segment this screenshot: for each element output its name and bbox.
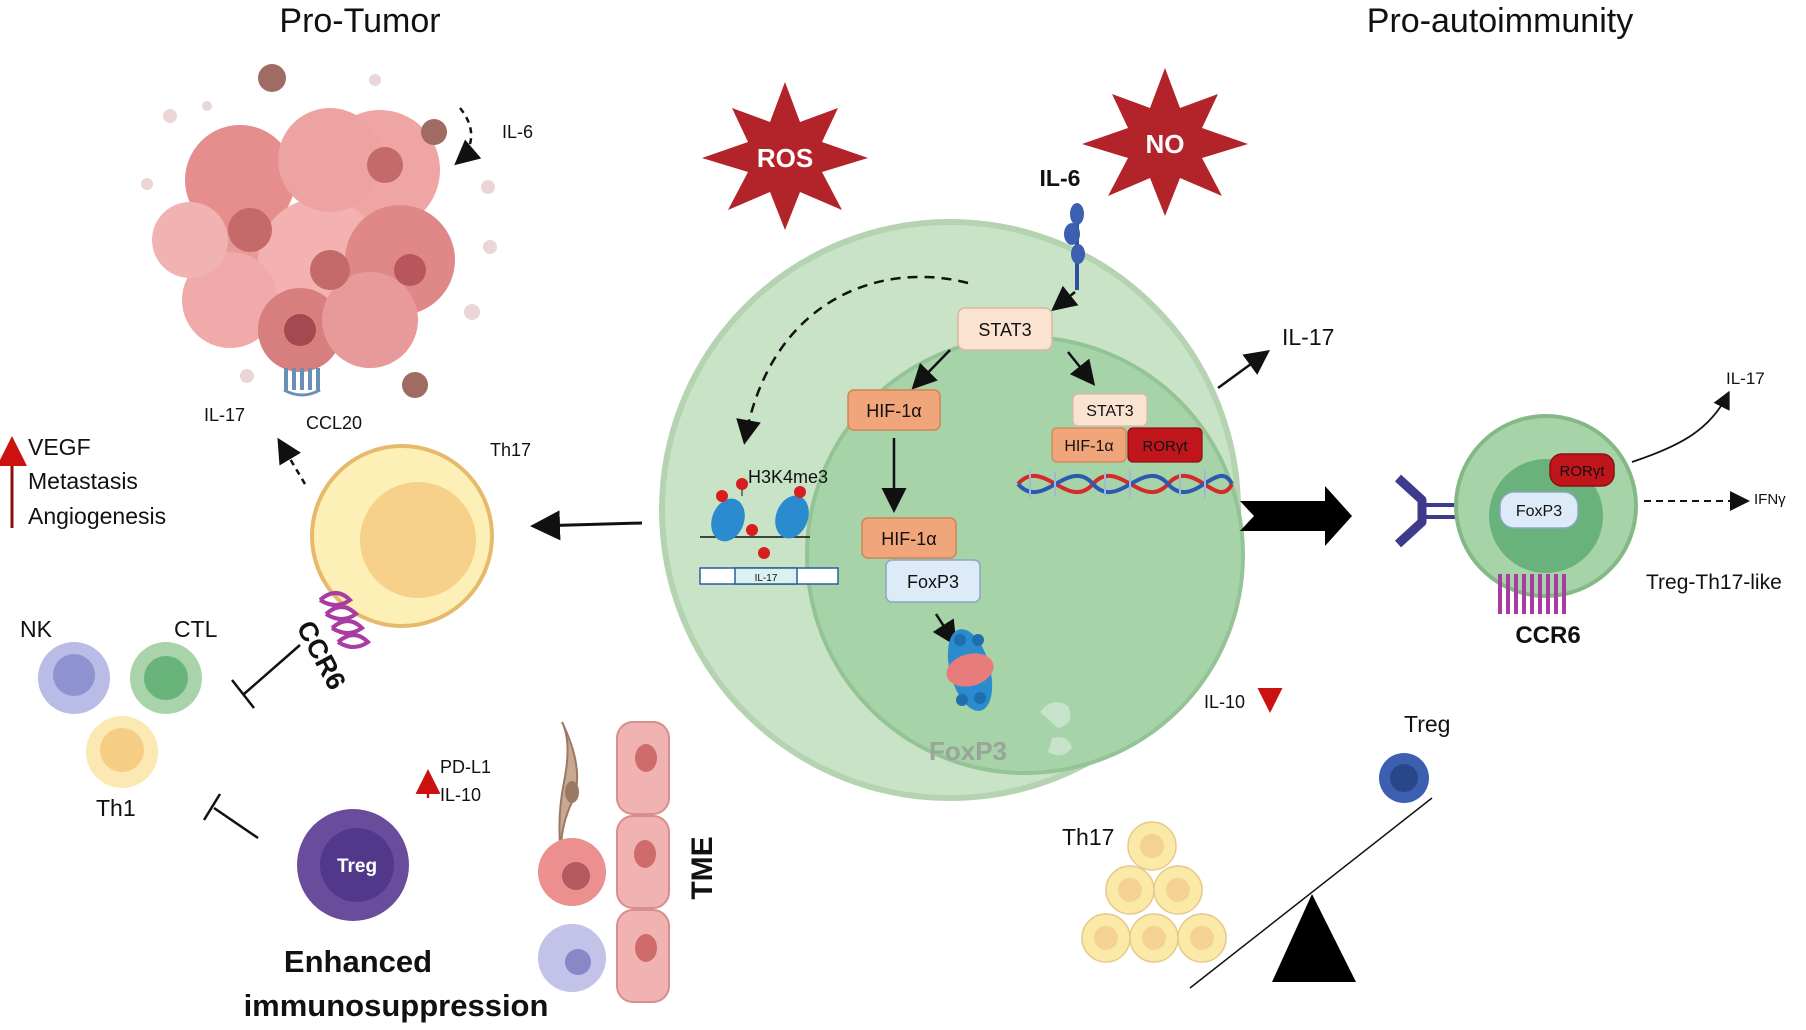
ccl20-receptor-icon [283, 368, 321, 397]
nk-label: NK [20, 616, 53, 642]
balance-fulcrum [1272, 894, 1356, 982]
treg-th17-like-label: Treg-Th17-like [1646, 571, 1782, 594]
hif1a-box-mid [861, 517, 957, 559]
stat3-to-nucleus-arrow [1067, 351, 1096, 386]
th1-cell [86, 716, 158, 788]
rorgt-small-label: RORγt [1143, 438, 1189, 455]
dna-helix-icon [1016, 470, 1234, 498]
treg-cell-tumor [297, 809, 409, 921]
th1-label: Th1 [96, 795, 136, 821]
tcr-receptor-icon [1394, 474, 1458, 548]
hif1a-box-left [847, 389, 941, 431]
tumor-ccr6-label: CCR6 [291, 616, 352, 695]
svg-text:NO: NO [1146, 129, 1185, 159]
pro-autoimmunity-title: Pro-autoimmunity [1367, 2, 1633, 40]
big-right-arrow [1240, 486, 1352, 546]
hif1a-small-label: HIF-1α [1064, 438, 1113, 455]
foxp3-protein-label: FoxP3 [929, 736, 1007, 766]
auto-rorgt-box [1549, 453, 1615, 487]
auto-il17-label: IL-17 [1726, 369, 1765, 388]
pdl1-label: PD-L1 [440, 757, 491, 777]
pro-tumor-title: Pro-Tumor [279, 2, 440, 40]
tumor-cluster-icon [141, 64, 497, 398]
center-il6-label: IL-6 [1040, 165, 1081, 191]
degraded-fragments-icon [1040, 702, 1072, 756]
h3k4me3-label: H3K4me3 [748, 467, 828, 487]
no-star: NO [1082, 68, 1248, 216]
stat3-box [957, 307, 1053, 351]
ccr6-receptor-icon [318, 591, 372, 649]
il10-down-label: IL-10 [1204, 692, 1245, 712]
balance-beam [1189, 797, 1433, 989]
enhanced-line1: Enhanced [284, 944, 432, 979]
ros-star: ROS [702, 82, 868, 230]
chromatin-icon [699, 478, 839, 585]
inhibition-bar-treg [202, 793, 259, 840]
auto-il17-arrow [1631, 390, 1730, 463]
stat3-label: STAT3 [978, 320, 1031, 340]
balance-th17-label: Th17 [1062, 824, 1114, 850]
left-arrow-to-th17 [530, 510, 643, 541]
nk-cell [38, 642, 110, 714]
il6-to-stat3-arrow [1051, 285, 1079, 312]
il17-out-label: IL-17 [1282, 324, 1334, 350]
dashed-epigenetic-arrow [736, 275, 969, 445]
ccl20-label: CCL20 [306, 413, 362, 433]
inhibition-bar-ccr6 [231, 644, 301, 709]
rorgt-small-box [1127, 427, 1203, 463]
central-treg-cell [659, 219, 1245, 801]
balance-treg-label: Treg [1404, 711, 1450, 737]
auto-foxp3-label: FoxP3 [1516, 503, 1562, 520]
il6-receptor-icon [1064, 203, 1085, 290]
hif1a-small-box [1051, 427, 1127, 463]
effect-angiogenesis: Angiogenesis [28, 503, 166, 529]
stat3-small-label: STAT3 [1086, 403, 1134, 420]
balance-treg-cell [1379, 753, 1429, 803]
tumor-il6-dashed-arrow [454, 107, 482, 166]
ctl-label: CTL [174, 616, 218, 642]
auto-rorgt-label: RORγt [1560, 463, 1606, 480]
tumor-il10-label: IL-10 [440, 785, 481, 805]
svg-text:ROS: ROS [757, 143, 813, 173]
balance-th17-cells [1081, 821, 1227, 963]
proteasome-icon [946, 629, 994, 711]
th17-to-il17-dashed-arrow [277, 437, 307, 485]
effect-vegf: VEGF [28, 434, 91, 460]
auto-foxp3-box [1499, 491, 1579, 529]
ctl-cell [130, 642, 202, 714]
tme-label: TME [686, 836, 719, 899]
enhanced-line2: immunosuppression [244, 988, 549, 1023]
stat3-to-hif-arrow [911, 349, 951, 390]
auto-ccr6-label: CCR6 [1515, 622, 1580, 649]
foxp3-box-label: FoxP3 [907, 572, 959, 592]
th17-cell [310, 444, 494, 628]
il17-out-arrow [1217, 350, 1271, 390]
foxp3-box [885, 559, 981, 603]
effect-metastasis: Metastasis [28, 468, 138, 494]
stat3-small-box [1072, 393, 1148, 427]
treg-tumor-label: Treg [337, 856, 377, 877]
hif1a-label-left: HIF-1α [866, 401, 921, 421]
tme-cells-icon [538, 721, 670, 1003]
auto-ifng-label: IFNγ [1754, 491, 1786, 508]
th17-label: Th17 [490, 440, 531, 460]
auto-ccr6-receptor-icon [1498, 574, 1566, 614]
il17-gene-label: IL-17 [755, 573, 778, 584]
tumor-il6-label: IL-6 [502, 122, 533, 142]
hif1a-label-mid: HIF-1α [881, 529, 936, 549]
tumor-il17-label: IL-17 [204, 405, 245, 425]
